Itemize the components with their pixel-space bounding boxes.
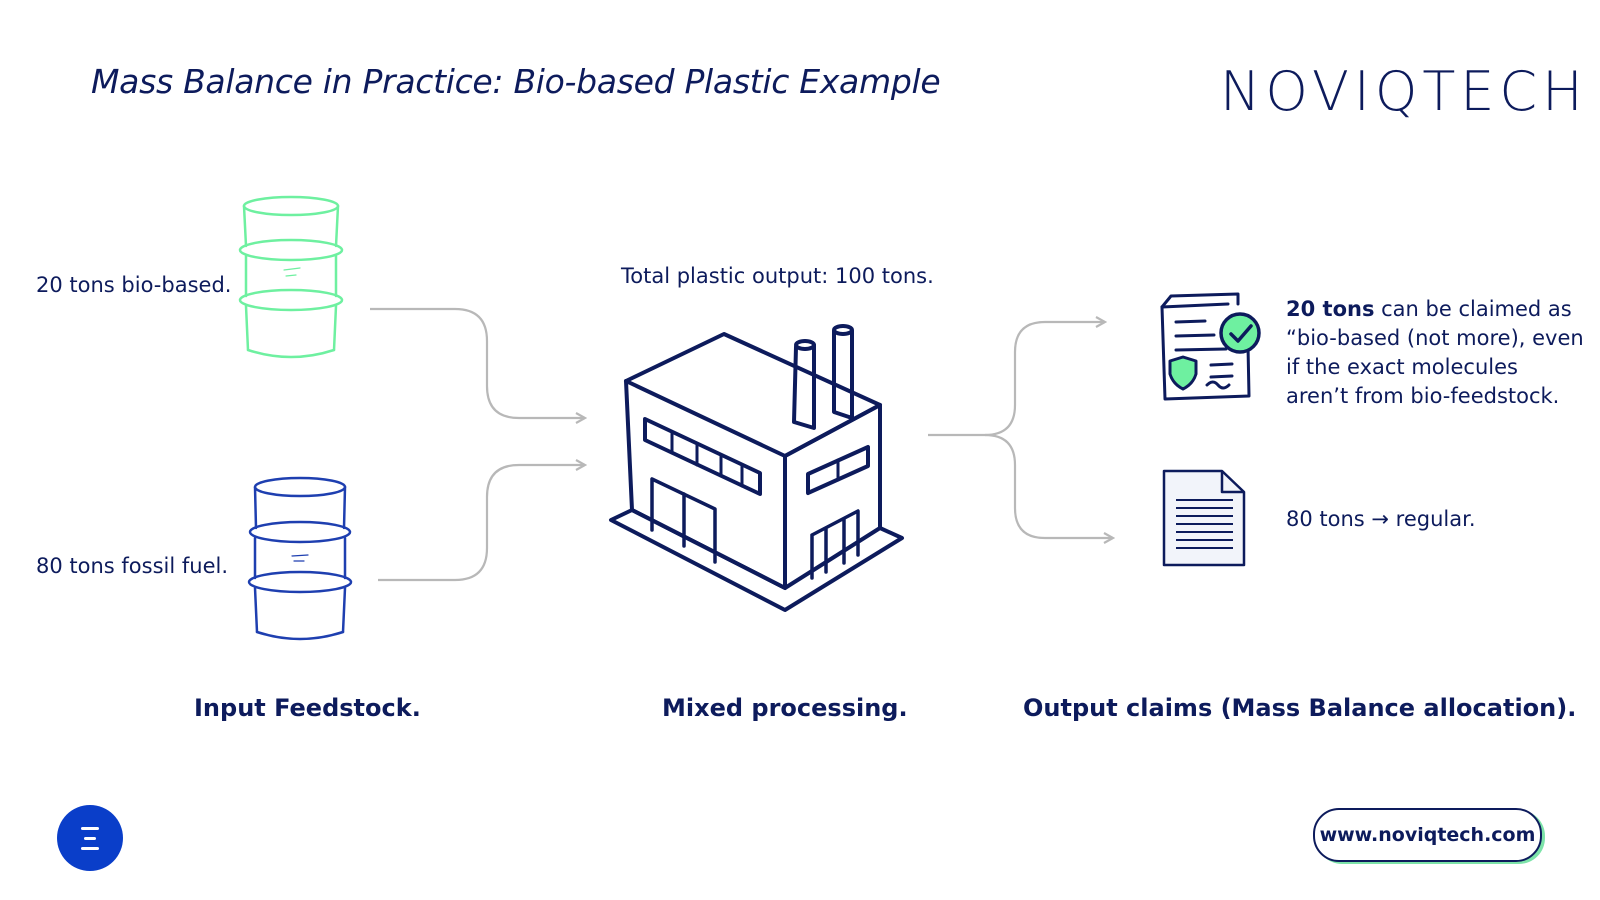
page-title: Mass Balance in Practice: Bio-based Plas… <box>91 62 941 101</box>
fossil-to-factory-arrow <box>378 465 585 582</box>
menu-icon-bar-top <box>81 827 99 830</box>
regular-claim-text: 80 tons → regular. <box>1286 507 1476 531</box>
fossil-input-label: 80 tons fossil fuel. <box>36 554 229 578</box>
bio-input-label: 20 tons bio-based. <box>36 273 232 297</box>
brand-logo: NOVIQTECH <box>1220 60 1588 123</box>
bio-claim-amount: 20 tons <box>1286 297 1375 321</box>
menu-button[interactable] <box>57 805 123 871</box>
output-arrows <box>928 322 1113 538</box>
factory-to-regular-arrow <box>984 433 1113 538</box>
menu-icon-bar-bottom <box>81 847 99 850</box>
factory-icon <box>609 324 904 612</box>
fossil-barrel-icon <box>247 476 353 641</box>
bio-claim-description: can be claimed as “bio-based (not more),… <box>1286 297 1584 408</box>
input-arrows <box>370 307 585 582</box>
factory-to-bio-claim-arrow <box>984 322 1105 437</box>
menu-icon-bar-mid <box>84 837 96 840</box>
stage-label-output: Output claims (Mass Balance allocation). <box>1023 694 1577 722</box>
certificate-icon <box>1160 292 1261 401</box>
bio-to-factory-arrow <box>370 307 585 418</box>
website-link[interactable]: www.noviqtech.com <box>1313 808 1542 862</box>
bio-claim-text: 20 tons can be claimed as “bio-based (no… <box>1286 295 1586 411</box>
total-output-label: Total plastic output: 100 tons. <box>621 264 934 288</box>
stage-label-processing: Mixed processing. <box>662 694 908 722</box>
document-icon <box>1162 469 1246 567</box>
bio-barrel-icon <box>238 195 344 359</box>
stage-label-input: Input Feedstock. <box>194 694 421 722</box>
